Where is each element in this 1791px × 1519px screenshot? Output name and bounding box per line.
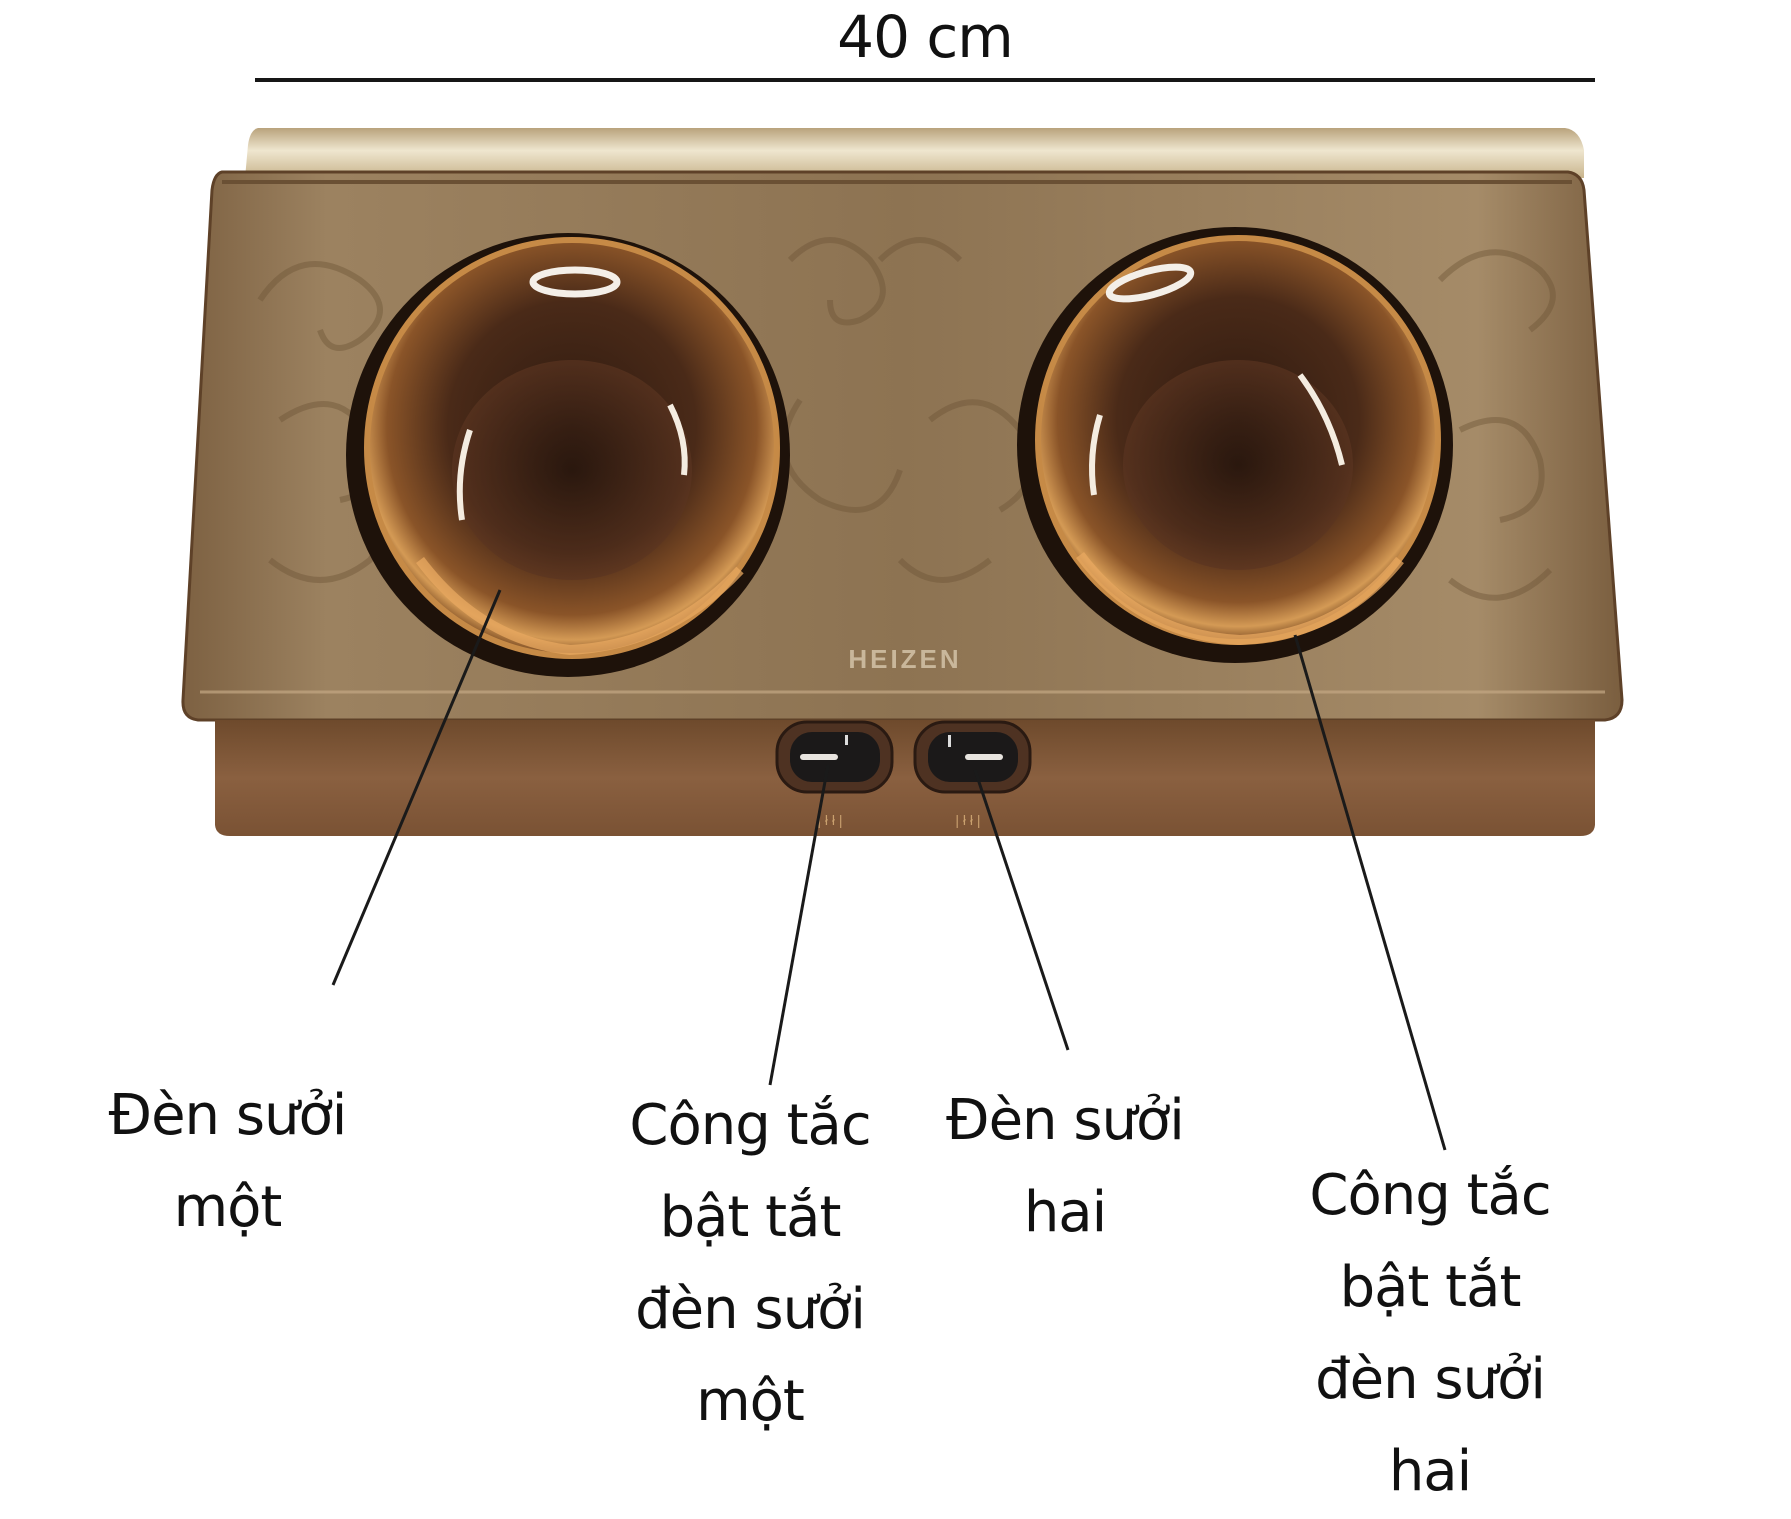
bathroom-heater-illustration: HEIZEN | ł ł | | ł ł | — [181, 128, 1624, 836]
dimension-label: 40 cm — [837, 3, 1014, 71]
heater-bulb-two — [1017, 227, 1453, 663]
callout-line: một — [696, 1369, 805, 1434]
callout-line: đèn sưởi — [635, 1277, 866, 1342]
callout-heater-bulb-one: Đèn sưởi một — [75, 1070, 380, 1254]
callout-line: bật tắt — [1339, 1255, 1522, 1320]
callout-switch-bulb-two: Công tắc bật tắt đèn sưởi hai — [1280, 1150, 1580, 1518]
heater-bulb-one — [346, 233, 790, 677]
callout-line: Công tắc — [1309, 1163, 1551, 1228]
callout-line: đèn sưởi — [1315, 1347, 1546, 1412]
callout-switch-bulb-one: Công tắc bật tắt đèn sưởi một — [600, 1080, 900, 1448]
brand-mark: HEIZEN — [848, 644, 961, 674]
callout-line: bật tắt — [659, 1185, 842, 1250]
callout-heater-bulb-two: Đèn sưởi hai — [915, 1075, 1215, 1259]
top-lip — [245, 128, 1584, 178]
callout-line: Đèn sưởi — [108, 1083, 348, 1148]
dimension-rule — [255, 78, 1595, 82]
callout-line: Đèn sưởi — [946, 1088, 1185, 1153]
callout-line: một — [173, 1175, 283, 1240]
lower-band — [215, 720, 1595, 836]
callout-line: hai — [1023, 1180, 1107, 1245]
callout-line: Công tắc — [629, 1093, 871, 1158]
svg-text:| ł ł |: | ł ł | — [817, 812, 842, 828]
svg-text:| ł ł |: | ł ł | — [955, 812, 980, 828]
callout-line: hai — [1388, 1439, 1472, 1504]
